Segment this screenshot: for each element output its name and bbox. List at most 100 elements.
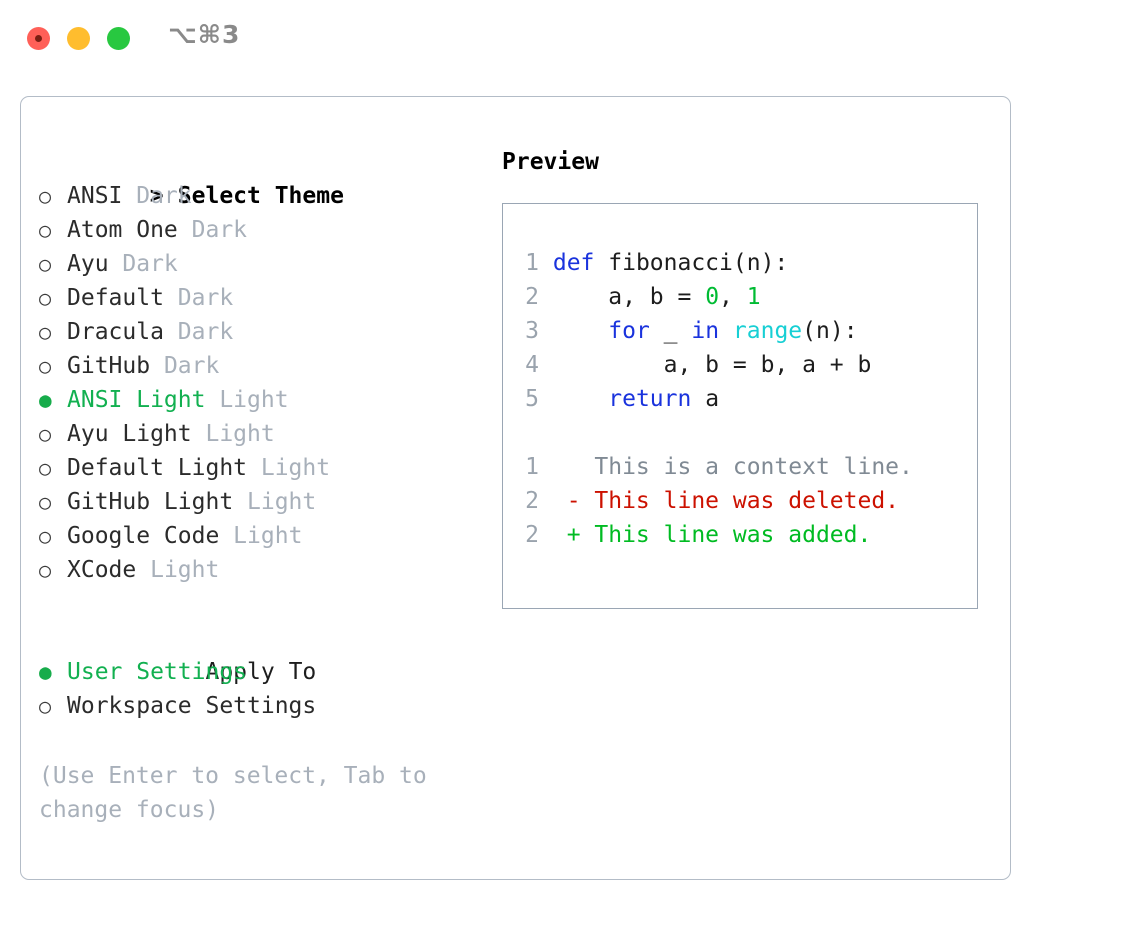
apply-to-item[interactable]: ○ Workspace Settings (39, 689, 479, 723)
theme-variant-label: Light (233, 489, 317, 515)
theme-variant-label: Dark (177, 217, 248, 243)
apply-to-item-label: User Settings (67, 659, 248, 685)
radio-unselected-icon: ○ (39, 490, 52, 514)
preview-title: Preview (502, 149, 599, 175)
line-number: 2 (525, 488, 539, 514)
diff-sign: - (539, 488, 595, 514)
theme-list-item[interactable]: ○GitHub Dark (39, 349, 479, 383)
code-gutter-space (539, 250, 553, 276)
theme-list-item[interactable]: ● ANSI Light Light (39, 383, 479, 417)
theme-variant-label: Light (247, 455, 331, 481)
theme-name-label: Default Light (67, 455, 248, 481)
apply-to-list: ● User Settings ○ Workspace Settings (39, 655, 479, 723)
diff-sign: + (539, 522, 595, 548)
code-line: 2 a, b = 0, 1 (515, 280, 971, 314)
code-token: a, b = b, a + b (552, 352, 872, 378)
radio-selected-icon: ● (39, 388, 52, 412)
code-gutter-space (539, 284, 553, 310)
theme-name-label: GitHub Light (67, 489, 234, 515)
apply-to-title: Apply To (39, 621, 479, 685)
line-number: 3 (525, 318, 539, 344)
theme-name-label: Default (67, 285, 164, 311)
minimize-button[interactable] (67, 27, 90, 50)
theme-variant-label: Light (191, 421, 275, 447)
theme-list-item[interactable]: ○Google Code Light (39, 519, 479, 553)
line-number: 4 (525, 352, 539, 378)
diff-line: 2 - This line was deleted. (515, 484, 971, 518)
theme-list-item[interactable]: ○Atom One Dark (39, 213, 479, 247)
page-title-label: Select Theme (177, 183, 344, 209)
apply-to-item-label: Workspace Settings (67, 693, 317, 719)
radio-unselected-icon: ○ (39, 558, 52, 582)
theme-list-item[interactable]: ○ GitHub Light Light (39, 485, 479, 519)
diff-line: 1 This is a context line. (515, 450, 971, 484)
theme-list-item[interactable]: ○ ANSI Dark (39, 179, 479, 213)
prompt-caret-icon: > (149, 183, 164, 209)
code-token: _ (649, 318, 692, 344)
theme-list-item[interactable]: ○ Default Dark (39, 281, 479, 315)
code-gutter-space (539, 352, 553, 378)
theme-variant-label: Light (136, 557, 220, 583)
code-token: range (732, 318, 803, 344)
close-icon (35, 35, 42, 42)
theme-name-label: XCode (67, 557, 137, 583)
radio-unselected-icon: ○ (39, 218, 52, 242)
keyboard-shortcut-label: ⌥⌘3 (168, 20, 241, 49)
theme-list-item[interactable]: ○Dracula Dark (39, 315, 479, 349)
code-token: fibonacci(n): (594, 250, 789, 276)
code-token: a (691, 386, 720, 412)
theme-name-label: Dracula (67, 319, 164, 345)
theme-name-label: ANSI Light (67, 387, 206, 413)
theme-variant-label: Dark (150, 353, 220, 379)
code-token: 0 (705, 284, 720, 310)
code-gutter-space (539, 386, 553, 412)
theme-list-item[interactable]: ○ Default Light Light (39, 451, 479, 485)
code-line: 3 for _ in range(n): (515, 314, 971, 348)
code-line: 5 return a (515, 382, 971, 416)
code-blank-line (515, 416, 971, 450)
theme-variant-label: Dark (122, 183, 192, 209)
apply-to-item[interactable]: ● User Settings (39, 655, 479, 689)
code-token: (n): (802, 318, 858, 344)
code-token (553, 318, 608, 344)
maximize-button[interactable] (107, 27, 130, 50)
radio-unselected-icon: ○ (39, 694, 52, 718)
apply-to-title-label: Apply To (205, 659, 317, 685)
theme-name-label: ANSI (67, 183, 123, 209)
radio-unselected-icon: ○ (39, 524, 52, 548)
radio-unselected-icon: ○ (39, 422, 52, 446)
code-token: for (608, 318, 650, 344)
code-token: 1 (746, 284, 761, 310)
theme-name-label: GitHub (67, 353, 151, 379)
diff-sign (539, 454, 594, 480)
radio-unselected-icon: ○ (39, 184, 52, 208)
radio-unselected-icon: ○ (39, 286, 52, 310)
theme-list-item[interactable]: ○Ayu Light Light (39, 417, 479, 451)
code-token: in (691, 318, 720, 344)
theme-list-item[interactable]: ○ XCode Light (39, 553, 479, 587)
code-token (553, 386, 608, 412)
theme-variant-label: Dark (163, 285, 234, 311)
theme-list: ○ANSI Dark○Atom One Dark○Ayu Dark○Defaul… (39, 179, 479, 587)
theme-variant-label: Dark (163, 319, 234, 345)
code-token: , (719, 284, 747, 310)
title-bar: ⌥⌘3 (0, 0, 1140, 78)
radio-unselected-icon: ○ (39, 456, 52, 480)
radio-selected-icon: ● (39, 660, 52, 684)
code-token: def (552, 250, 595, 276)
diff-line: 2 + This line was added. (515, 518, 971, 552)
code-token: a, b = (552, 284, 706, 310)
keyboard-hint: (Use Enter to select, Tab to change focu… (39, 763, 441, 823)
code-token (719, 318, 733, 344)
theme-variant-label: Dark (108, 251, 178, 277)
theme-variant-label: Light (205, 387, 289, 413)
theme-list-item[interactable]: ○Ayu Dark (39, 247, 479, 281)
diff-text: This line was deleted. (594, 488, 900, 514)
line-number: 2 (525, 522, 539, 548)
line-number: 1 (525, 454, 539, 480)
line-number: 2 (525, 284, 539, 310)
diff-text: This is a context line. (594, 454, 913, 480)
